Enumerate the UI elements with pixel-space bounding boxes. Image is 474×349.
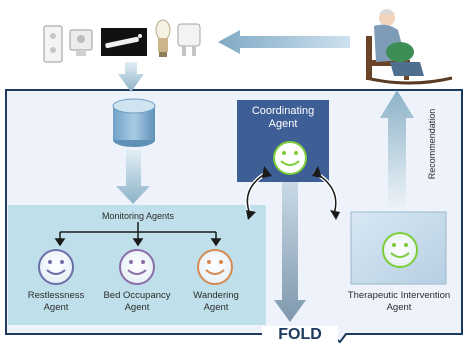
coordinating-to-fold-arrow [274,182,306,322]
restlessness-agent-smiley [38,249,74,285]
database-to-monitoring-arrow [116,150,150,204]
fold-label: FOLD [262,326,338,344]
bed-occupancy-agent-smiley [119,249,155,285]
restlessness-agent-line1: Restlessness [27,290,85,301]
device-row [43,19,201,63]
motion-sensor-icon [69,29,93,56]
therapeutic-agent-label: Therapeutic Intervention Agent [330,290,468,314]
wall-switch-icon [43,25,63,63]
database-icon [112,98,156,147]
recommendation-label: Recommendation [427,108,437,180]
monitoring-agents-title: Monitoring Agents [101,211,175,221]
therapeutic-agent-line2: Agent [386,302,412,313]
coordination-loop-arrows [245,166,340,220]
monitoring-tree-connector [54,222,222,247]
wandering-agent-line2: Agent [203,302,229,313]
bed-sensor-mat-icon [101,28,147,56]
wandering-agent-smiley [197,249,233,285]
devices-to-database-arrow [118,62,144,92]
therapeutic-agent-smiley [382,232,418,268]
wandering-agent-line1: Wandering [193,290,239,301]
resident-to-devices-arrow [218,30,350,54]
restlessness-agent-label: Restlessness Agent [12,290,100,314]
coordinating-agent-title: Coordinating Agent [237,105,329,131]
restlessness-agent-line2: Agent [43,302,69,313]
coordinating-agent-line2: Agent [268,118,298,130]
smart-plug-icon [177,23,201,56]
coordinating-agent-smiley [273,141,307,175]
bed-occupancy-agent-line2: Agent [124,302,150,313]
elderly-resident-icon [365,9,453,85]
recommendation-arrow [380,90,414,210]
therapeutic-agent-line1: Therapeutic Intervention [347,290,451,301]
bed-occupancy-agent-line1: Bed Occupancy [103,290,171,301]
light-bulb-icon [155,19,171,57]
wandering-agent-label: Wandering Agent [180,290,252,314]
bed-occupancy-agent-label: Bed Occupancy Agent [92,290,182,314]
coordinating-agent-line1: Coordinating [251,105,315,117]
